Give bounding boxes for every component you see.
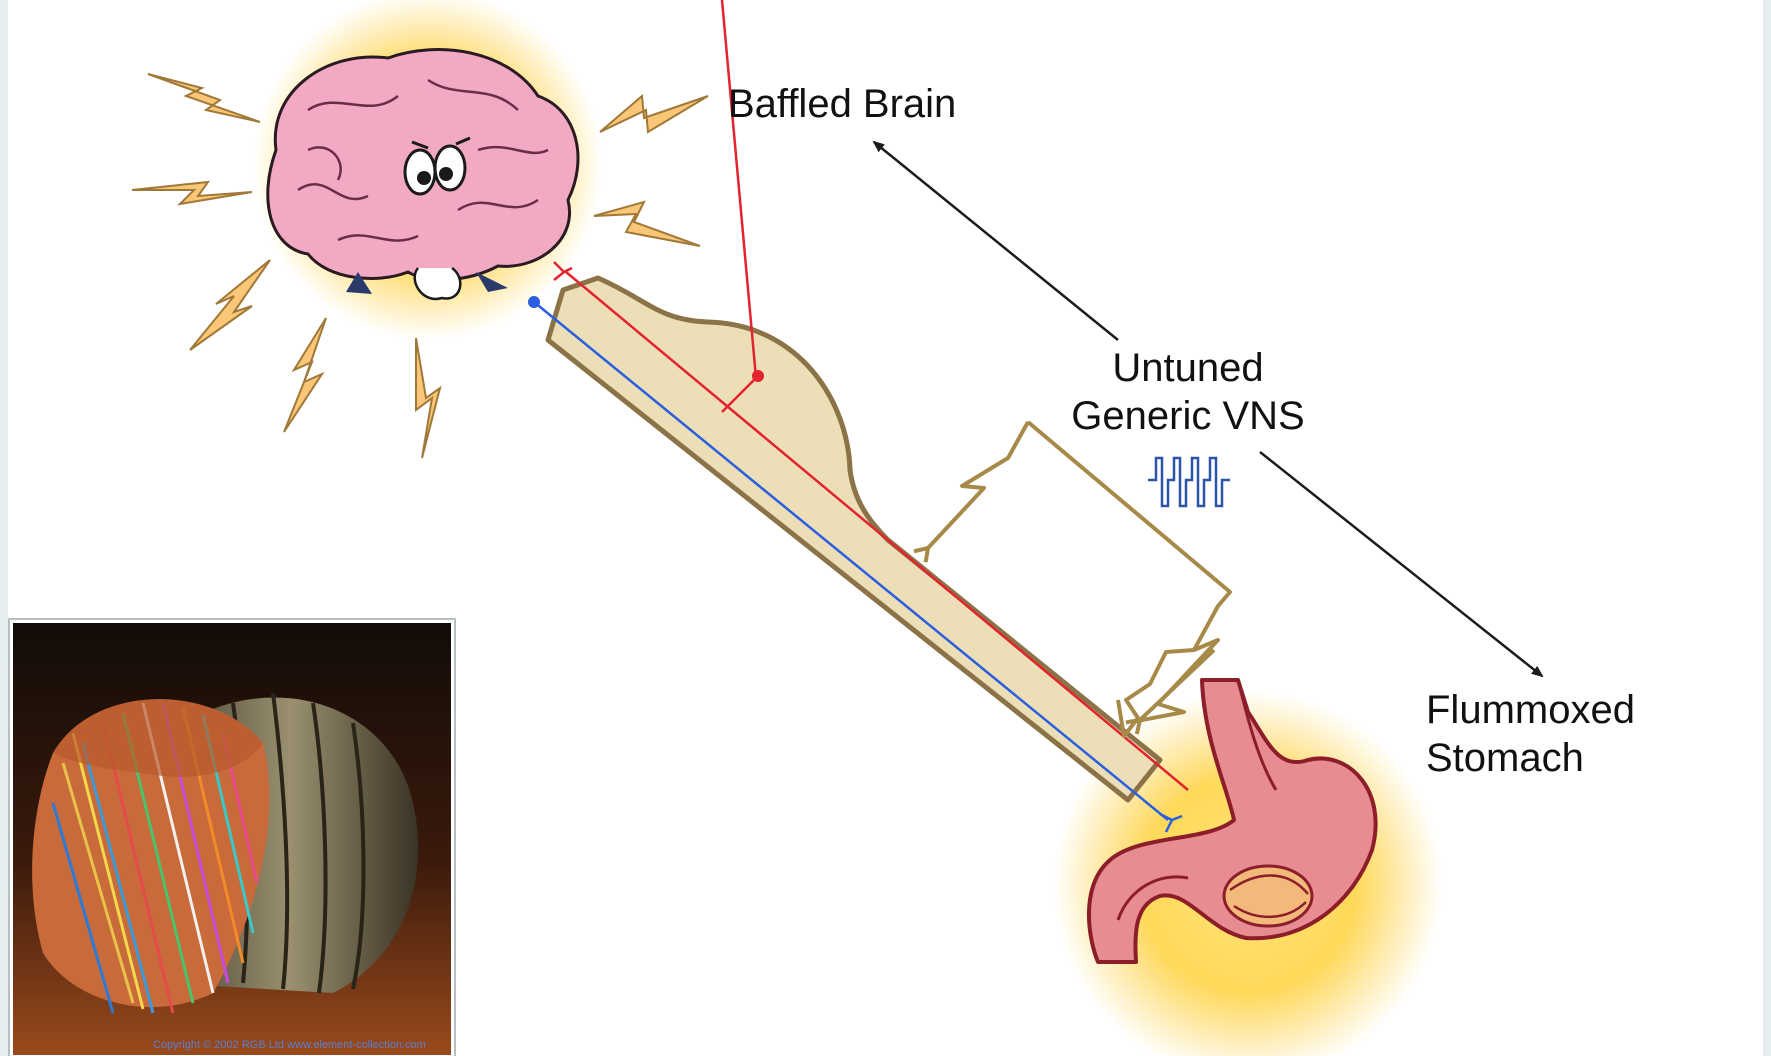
brain-cartoon-icon [268,50,578,299]
slide: Baffled Brain Untuned Generic VNS Flummo… [8,0,1763,1056]
pulse-waveform-icon [1148,458,1230,506]
stomach-label-line1: Flummoxed [1426,686,1635,734]
vns-label-line2: Generic VNS [1071,392,1304,440]
vns-electrode-circuit [928,422,1230,736]
arrow-to-brain [874,142,1118,340]
copyright-text: Copyright © 2002 RGB Ltd www.element-col… [153,1039,426,1051]
vns-label-line1: Untuned [1071,344,1304,392]
vns-label: Untuned Generic VNS [1071,344,1304,440]
brain-label: Baffled Brain [728,80,956,128]
stomach-label: Flummoxed Stomach [1426,686,1635,782]
cable-bundle-illustration [13,623,451,1055]
stomach-label-line2: Stomach [1426,734,1635,782]
arrow-to-stomach [1260,452,1542,676]
cable-bundle-photo: Copyright © 2002 RGB Ltd www.element-col… [10,620,454,1056]
cell-body-dot [752,370,764,382]
